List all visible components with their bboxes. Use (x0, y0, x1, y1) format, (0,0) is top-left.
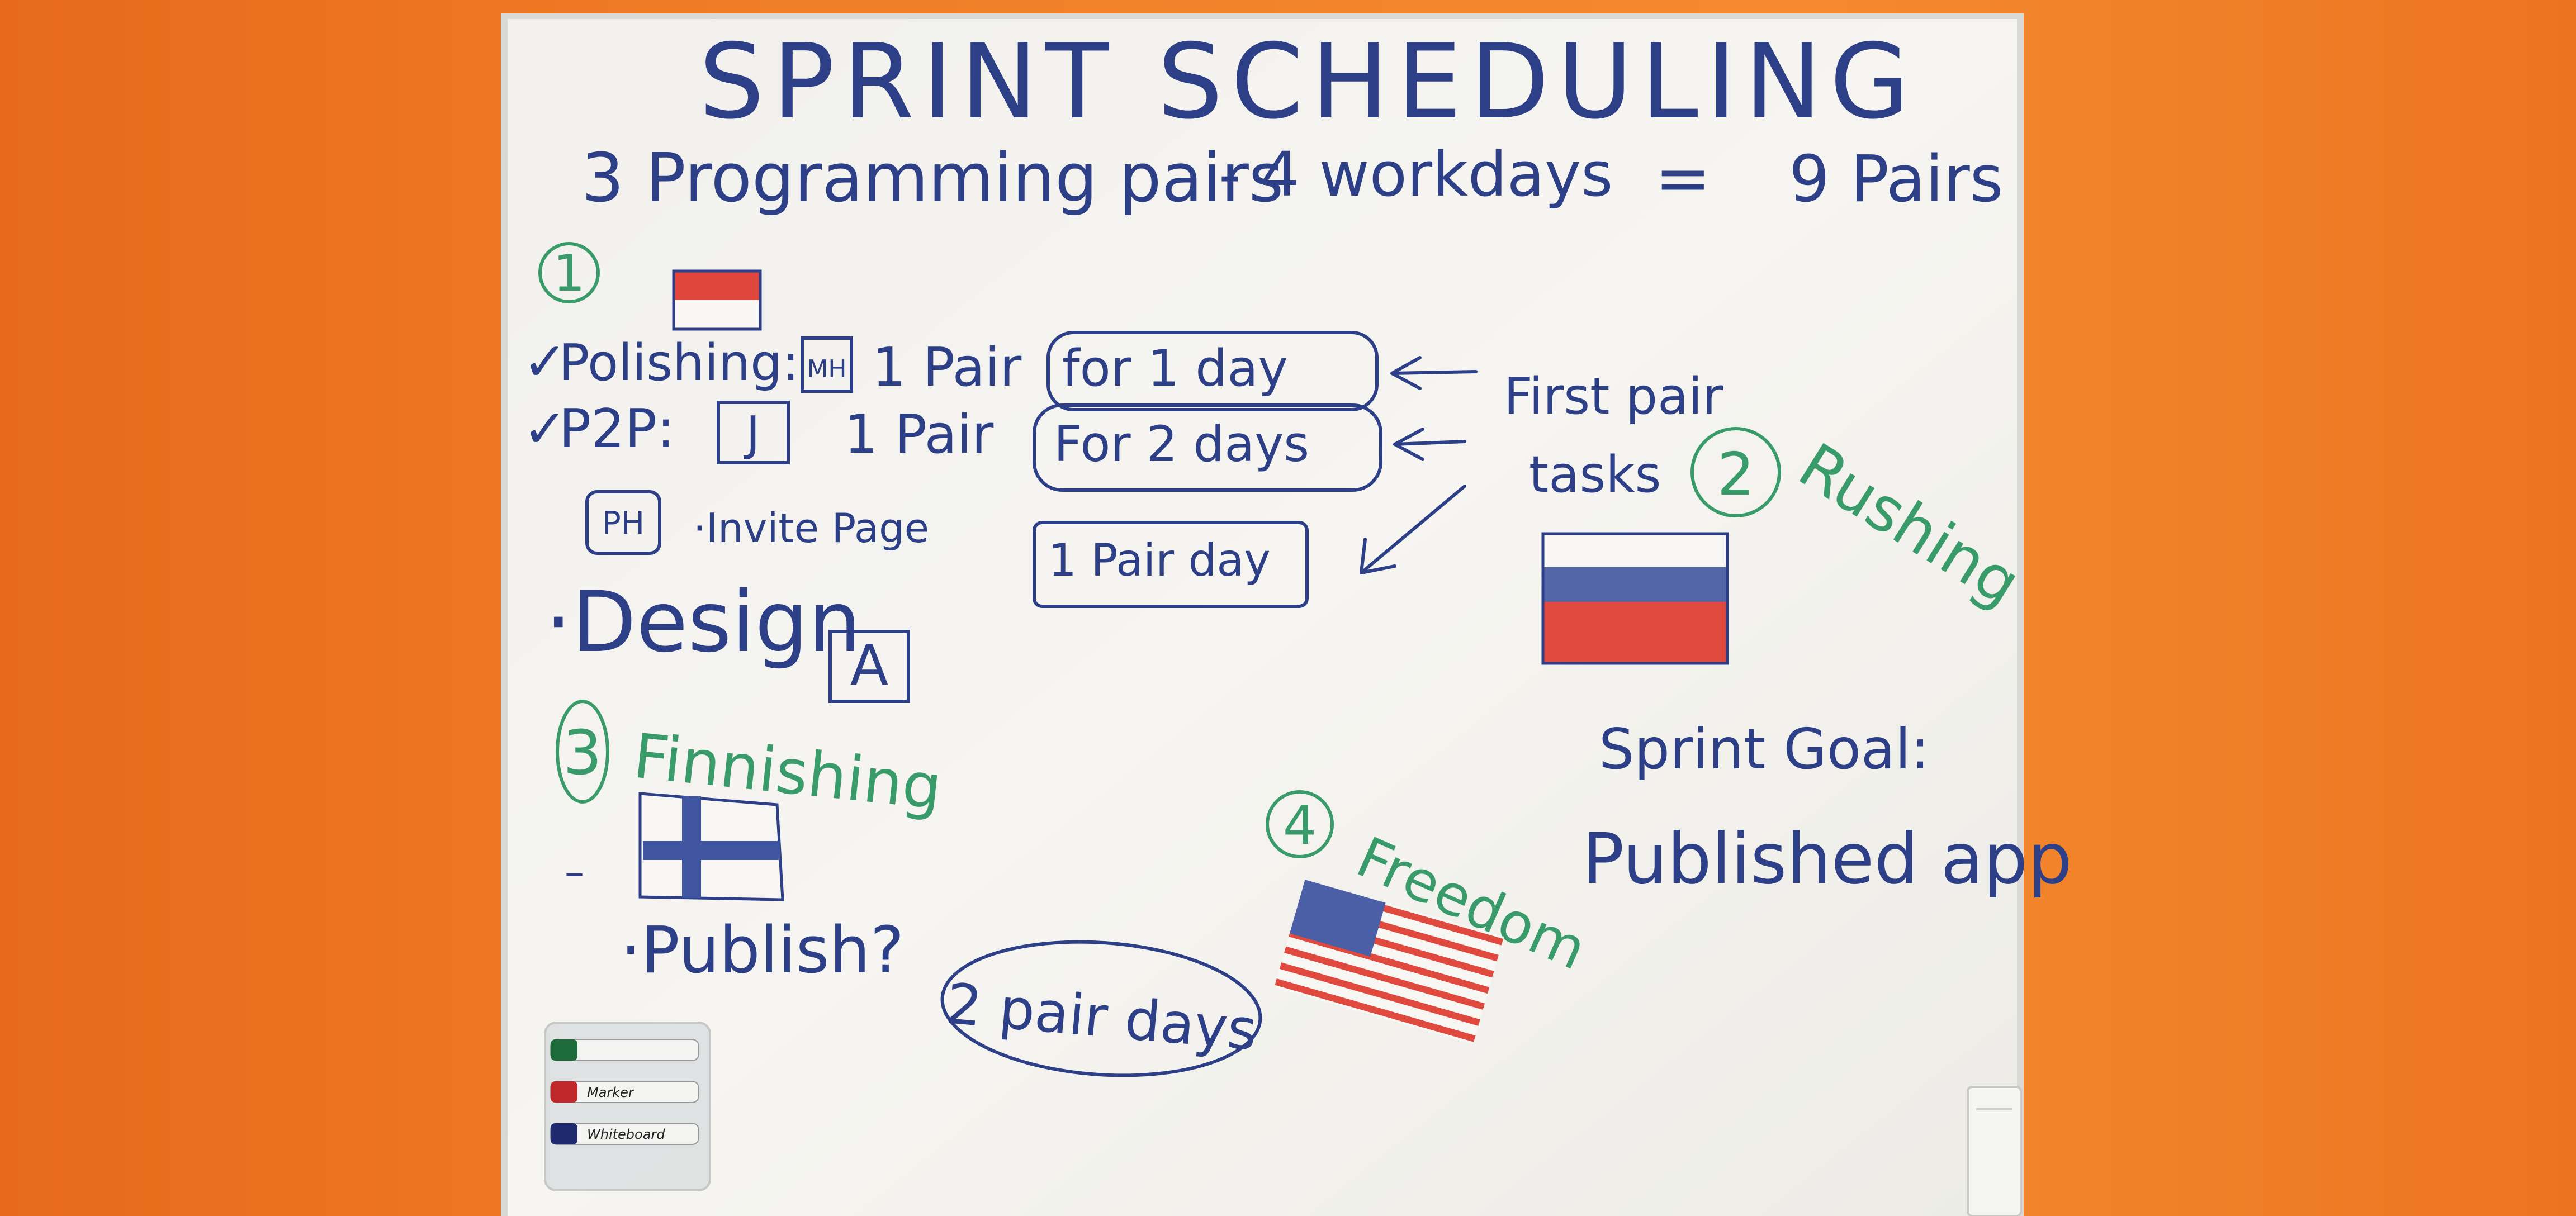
assignee-box (585, 490, 661, 555)
first-pair-line1: First pair (1504, 367, 1723, 426)
indonesia-flag-drawing (672, 269, 762, 331)
phase-3-item: ·Publish? (621, 913, 905, 988)
capacity-pairs: 3 Programming pairs (581, 140, 1284, 217)
tray-holder (544, 1022, 711, 1191)
phase-2-number: 2 (1717, 440, 1755, 509)
marker-cap (551, 1039, 577, 1061)
duration-text: For 2 days (1054, 415, 1309, 473)
capacity-total: 9 Pairs (1789, 142, 2004, 217)
capacity-equals: = (1655, 140, 1711, 217)
task-row-design: ·Design A (545, 574, 910, 703)
assignee-box (828, 630, 910, 703)
capacity-line: 3 Programming pairs - 4 workdays = 9 Pai… (581, 139, 2004, 217)
eraser[interactable] (1967, 1086, 2022, 1216)
task-row-polishing: ✓ Polishing: MH 1 Pair for 1 day (523, 331, 1379, 411)
marker-blue[interactable]: Whiteboard (550, 1123, 699, 1145)
first-pair-line2: tasks (1529, 445, 1661, 504)
sprint-goal-value: Published app (1582, 819, 2072, 900)
capacity-days: - 4 workdays (1219, 139, 1613, 210)
duration-bubble (1046, 331, 1379, 411)
assignee-badge: J (743, 406, 760, 462)
marker-green[interactable] (550, 1039, 699, 1061)
marker-cap (551, 1123, 577, 1144)
russia-flag-drawing (1541, 532, 1729, 665)
phase-1: 1 ✓ Polishing: MH 1 Pair for 1 day ✓ P2P… (523, 242, 1382, 703)
pair-count: 1 Pair (872, 337, 1022, 398)
marker-tray: Marker Whiteboard (544, 1022, 711, 1191)
phase-4-number: 4 (1283, 795, 1317, 857)
phase-3-circle (556, 700, 609, 804)
arrow-left-icon (1390, 356, 1478, 390)
usa-flag-drawing (1274, 880, 1504, 1044)
arrow-left-icon (1393, 428, 1466, 461)
first-pair-tasks-note: First pair tasks (1504, 367, 1723, 504)
duration-text: 1 Pair day (1048, 534, 1271, 586)
task-label-invite: ·Invite Page (693, 505, 929, 552)
duration-text: for 1 day (1062, 339, 1288, 398)
sprint-goal: Sprint Goal: Published app (1582, 716, 2072, 900)
whiteboard (501, 13, 2024, 1216)
task-row-invite: PH ·Invite Page 1 Pair day (585, 490, 1309, 608)
check-mark: ✓ (523, 398, 567, 460)
assignee-box (801, 336, 853, 393)
phase-1-circle (538, 242, 600, 303)
phase-1-number: 1 (553, 244, 585, 303)
phase-3-dash: – (565, 849, 584, 895)
arrow-down-left-icon (1360, 484, 1466, 574)
assignee-badge: A (850, 633, 888, 698)
assignee-box (717, 401, 790, 464)
task-label-polishing: Polishing: (559, 334, 799, 392)
pair-count: 1 Pair (844, 404, 994, 466)
phase-3-bubble (940, 940, 1262, 1077)
check-mark: ✓ (523, 331, 567, 393)
duration-bubble (1033, 521, 1309, 608)
phase-3-number: 3 (563, 717, 602, 788)
marker-label: Whiteboard (587, 1127, 665, 1142)
task-label-p2p: P2P: (559, 398, 675, 460)
task-label-design: ·Design (545, 574, 861, 671)
task-row-p2p: ✓ P2P: J 1 Pair For 2 days (523, 398, 1382, 492)
whiteboard-surface (508, 19, 2017, 1216)
phase-2-circle (1690, 427, 1781, 517)
duration-bubble (1033, 403, 1382, 492)
arrows (1360, 356, 1478, 574)
finland-flag-drawing (638, 792, 784, 901)
board-title: SPRINT SCHEDULING (699, 21, 1917, 142)
phase-4-circle (1266, 790, 1334, 858)
marker-red[interactable]: Marker (550, 1081, 699, 1103)
marker-cap (551, 1081, 577, 1103)
assignee-badge: MH (807, 355, 846, 383)
assignee-badge: PH (602, 505, 645, 542)
marker-label: Marker (587, 1085, 635, 1100)
sprint-goal-label: Sprint Goal: (1599, 716, 1930, 782)
